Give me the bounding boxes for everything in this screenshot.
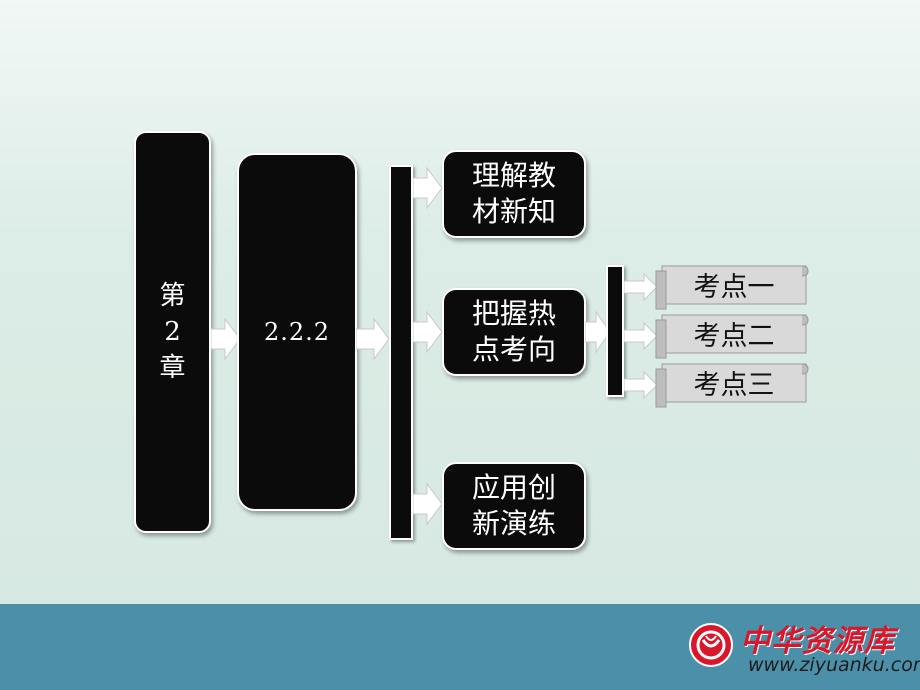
arrow-right-icon (211, 317, 241, 361)
scroll-banner-icon (655, 314, 809, 359)
topic-label-line2: 点考向 (471, 333, 556, 366)
arrow-right-icon (624, 371, 658, 399)
topic-label: 应用创 新演练 (472, 470, 556, 542)
kaodian-scroll-2[interactable]: 考点二 (652, 311, 812, 359)
topic-label-line2: 新演练 (471, 507, 556, 540)
bracket-bar (606, 265, 624, 397)
footer-band (0, 604, 920, 690)
logo-brand-text: 中华资源库 (740, 624, 895, 659)
kaodian-scroll-3[interactable]: 考点三 (652, 360, 812, 408)
arrow-right-icon (413, 310, 443, 354)
topic-label-line1: 把握热 (471, 297, 556, 330)
topic-label-line1: 应用创 (471, 471, 556, 504)
arrow-right-icon (413, 482, 443, 526)
topic-box-practice[interactable]: 应用创 新演练 (442, 462, 586, 550)
section-box[interactable]: 2.2.2 (237, 153, 357, 511)
kaodian-label: 考点三 (693, 369, 775, 401)
topic-label-line2: 材新知 (471, 195, 556, 228)
chapter-box[interactable]: 第 2 章 (134, 131, 211, 533)
arrow-right-icon (585, 310, 611, 354)
ziyuanku-logo-icon (689, 623, 733, 667)
kaodian-label: 考点一 (693, 271, 775, 303)
section-label: 2.2.2 (263, 318, 331, 346)
arrow-right-icon (624, 322, 658, 350)
chapter-label-line2: 2 (164, 317, 181, 347)
topic-label: 把握热 点考向 (472, 296, 556, 368)
bracket-bar (389, 165, 413, 540)
arrow-right-icon (413, 166, 443, 210)
topic-box-understand[interactable]: 理解教 材新知 (442, 150, 586, 238)
chapter-label: 第 2 章 (159, 278, 185, 386)
scroll-banner-icon (655, 363, 809, 408)
topic-label: 理解教 材新知 (472, 158, 556, 230)
scroll-banner-icon (655, 265, 809, 310)
kaodian-label: 考点二 (693, 320, 775, 352)
arrow-right-icon (624, 273, 658, 301)
topic-box-hotspots[interactable]: 把握热 点考向 (442, 288, 586, 376)
chapter-label-line1: 第 (159, 281, 186, 311)
topic-label-line1: 理解教 (471, 159, 556, 192)
logo-url-text[interactable]: www.ziyuanku.com (748, 654, 920, 676)
arrow-right-icon (356, 317, 390, 361)
chapter-label-line3: 章 (159, 353, 186, 383)
kaodian-scroll-1[interactable]: 考点一 (652, 262, 812, 310)
